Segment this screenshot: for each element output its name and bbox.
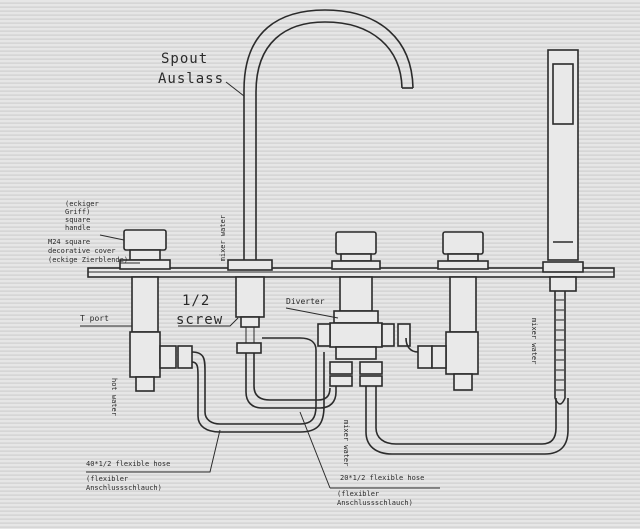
handle-label-3: square (65, 216, 91, 224)
mixer-water-label-spout: mixer water (219, 215, 227, 262)
hose40-de-1: (flexibler (86, 475, 129, 483)
hose40-label: 40*1/2 flexible hose (86, 460, 171, 468)
right-valve (417, 231, 489, 391)
hose20-de-1: (flexibler (337, 490, 380, 498)
spout-label: Spout (161, 51, 209, 67)
tport-label: T port (80, 314, 109, 323)
screw-label-2: screw (176, 312, 224, 328)
spout-label-de: Auslass (158, 71, 225, 87)
cover-label-1: M24 square (48, 238, 91, 246)
hoses (191, 337, 569, 455)
handle-label-4: handle (65, 224, 91, 232)
handle-label-2: Griff) (65, 208, 91, 216)
shower-hose (554, 291, 566, 405)
handle-label-1: (eckiger (65, 200, 99, 208)
left-valve (119, 229, 193, 392)
spout (227, 9, 414, 354)
mixer-water-label-diverter: mixer water (342, 420, 350, 467)
cover-label-2: decorative cover (48, 247, 116, 255)
mixer-water-label-shower: mixer water (530, 318, 538, 365)
center-valve (317, 231, 411, 387)
hose40-de-2: Anschlussschlauch) (86, 484, 162, 492)
hose20-de-2: Anschlussschlauch) (337, 499, 413, 507)
hose20-label: 20*1/2 flexible hose (340, 474, 425, 482)
diverter-label: Diverter (286, 297, 325, 306)
hot-water-label: hot water (110, 378, 118, 416)
hand-shower (542, 49, 584, 292)
screw-label-1: 1/2 (182, 293, 211, 309)
cover-label-3: (eckige Zierblende) (48, 256, 129, 264)
